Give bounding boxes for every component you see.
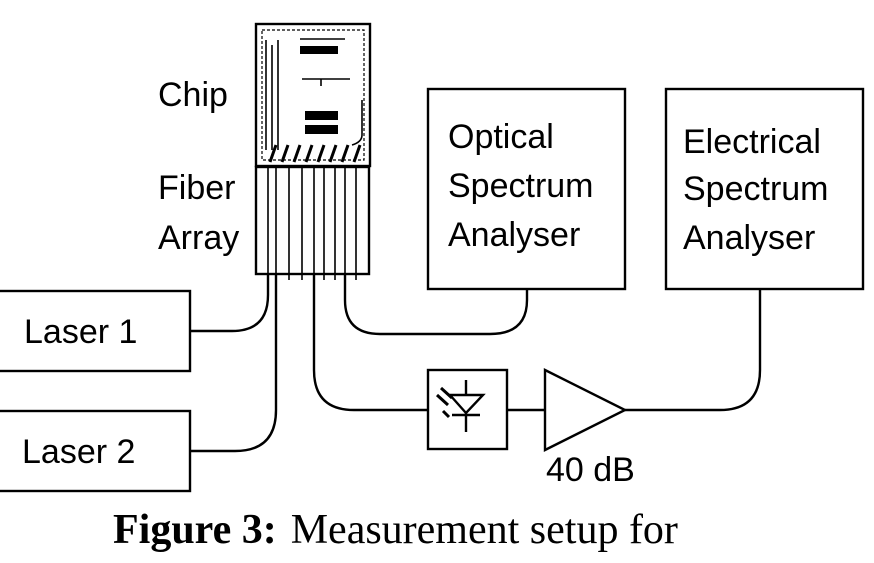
fiber-to-optical-analyser bbox=[343, 274, 529, 336]
light-arrow-3 bbox=[441, 409, 451, 419]
chip-label: Chip bbox=[158, 76, 228, 114]
caption-body: Measurement setup for bbox=[291, 507, 678, 553]
chip-waveguide-curve bbox=[351, 100, 363, 146]
esa-label-line1: Electrical bbox=[683, 123, 821, 161]
caption-text: Figure 3: Measurement setup for bbox=[113, 507, 678, 553]
chip-pad bbox=[305, 125, 338, 134]
fiber-label: Fiber bbox=[158, 169, 235, 207]
osa-label-line3: Analyser bbox=[448, 216, 580, 254]
osa-label-line1: Optical bbox=[448, 118, 554, 156]
chip-pad bbox=[300, 46, 338, 54]
laser-2-label: Laser 2 bbox=[22, 433, 135, 471]
chip-inner-border bbox=[261, 29, 365, 161]
figure-caption: Figure 3: Measurement setup for bbox=[113, 507, 678, 553]
fiber-array-fibers bbox=[267, 167, 357, 280]
array-label: Array bbox=[158, 219, 239, 257]
esa-label-line2: Spectrum bbox=[683, 170, 829, 208]
chip-pad bbox=[305, 111, 338, 120]
laser-1: Laser 1 bbox=[0, 289, 192, 373]
light-arrow-2 bbox=[439, 386, 454, 400]
laser-2: Laser 2 bbox=[0, 409, 192, 493]
esa-label-line3: Analyser bbox=[683, 219, 815, 257]
amplifier-triangle-icon: 40 dB bbox=[543, 368, 635, 489]
fiber-array: Fiber Array bbox=[158, 165, 371, 280]
fiber-array-outline bbox=[254, 165, 371, 276]
fiber-to-laser-2 bbox=[190, 274, 278, 453]
photodiode-box bbox=[426, 368, 509, 451]
cable-amplifier-to-electrical-analyser bbox=[625, 289, 762, 412]
amplifier-gain-label: 40 dB bbox=[546, 451, 635, 489]
photodiode-icon bbox=[426, 368, 509, 451]
optical-spectrum-analyser: Optical Spectrum Analyser bbox=[426, 87, 627, 291]
chip-fiber-couplers bbox=[268, 144, 362, 163]
laser-1-label: Laser 1 bbox=[24, 313, 137, 351]
fiber-to-laser-1 bbox=[190, 274, 270, 333]
osa-label-line2: Spectrum bbox=[448, 167, 594, 205]
caption-prefix: Figure 3: bbox=[113, 507, 277, 553]
laser-1-box bbox=[0, 289, 192, 373]
laser-2-box bbox=[0, 409, 192, 493]
amplifier-triangle bbox=[543, 368, 628, 452]
light-arrow-1 bbox=[435, 393, 450, 407]
fiber-to-photodiode bbox=[312, 274, 428, 412]
electrical-spectrum-analyser: Electrical Spectrum Analyser bbox=[664, 87, 865, 291]
chip: Chip bbox=[158, 22, 372, 168]
electrical-spectrum-analyser-box bbox=[664, 87, 865, 291]
chip-waveguides bbox=[265, 40, 279, 150]
